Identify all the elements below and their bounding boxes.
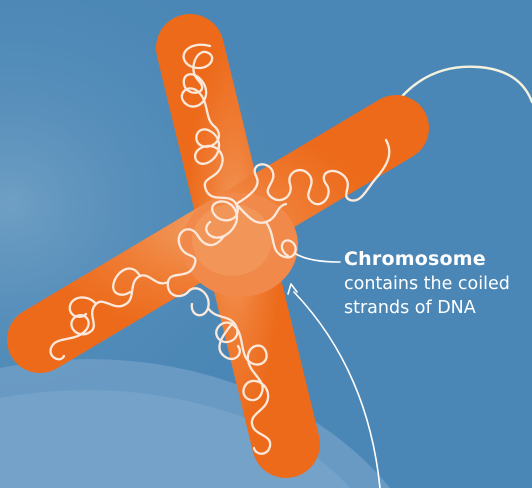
annotation-title: Chromosome: [344, 247, 532, 272]
chromosome-annotation: Chromosome contains the coiled strands o…: [344, 247, 532, 320]
annotation-description-line-2: strands of DNA: [344, 296, 532, 320]
annotation-description-line-1: contains the coiled: [344, 272, 532, 296]
